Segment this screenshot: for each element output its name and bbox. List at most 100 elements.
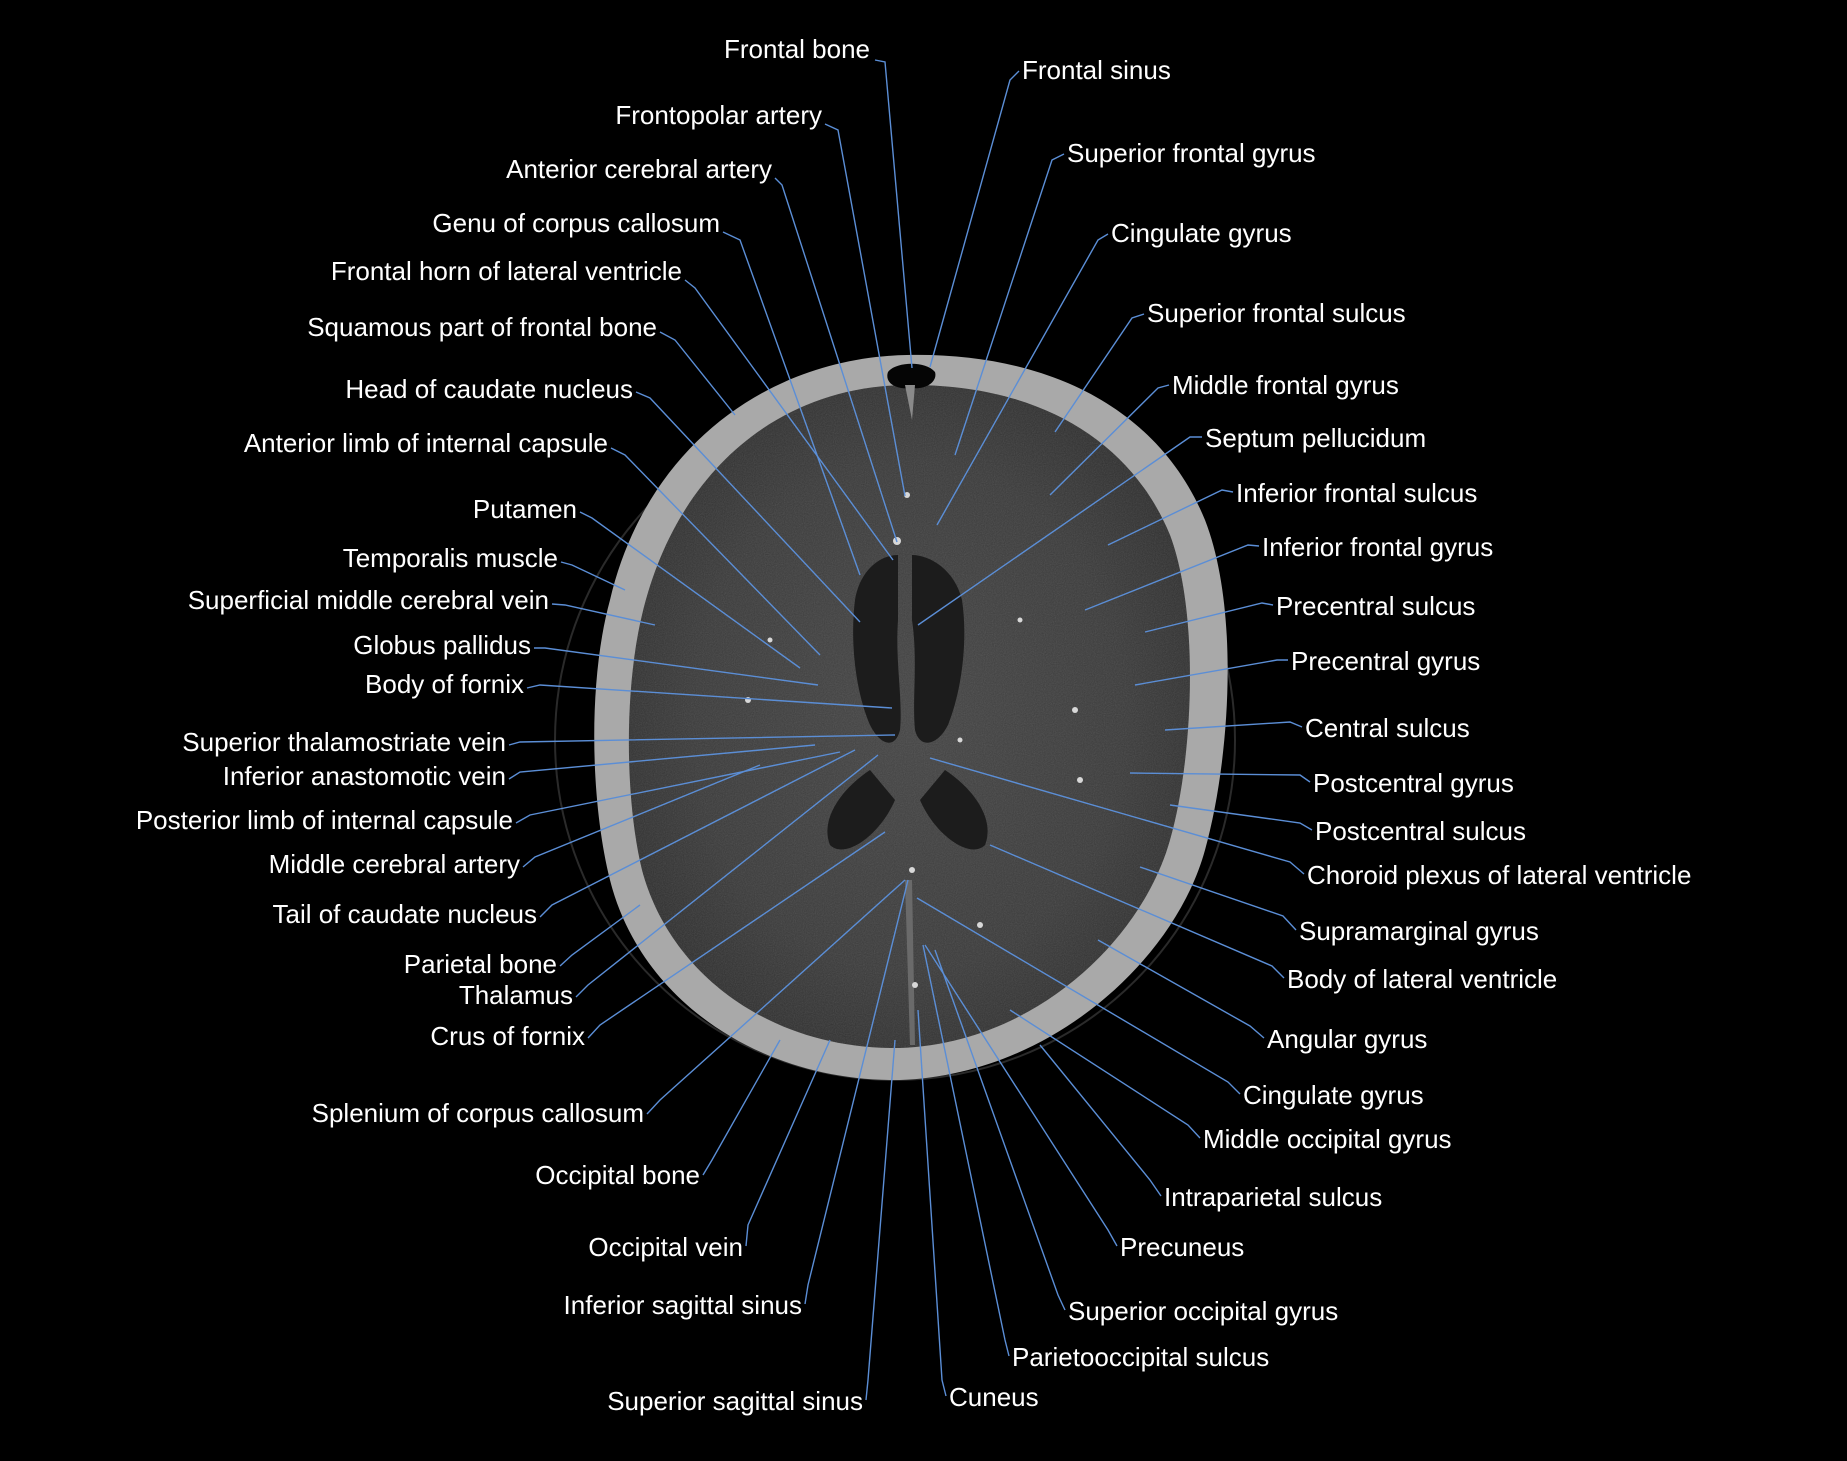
falx-anterior: [905, 385, 915, 420]
label-postcentral-sulcus: Postcentral sulcus: [1315, 816, 1526, 846]
left-lateral-ventricle: [853, 555, 901, 743]
leader-line-putamen: [579, 511, 801, 669]
label-precentral-sulcus: Precentral sulcus: [1276, 591, 1475, 621]
label-supramarginal-gyrus: Supramarginal gyrus: [1299, 916, 1539, 946]
label-posterior-limb-internal-capsule: Posterior limb of internal capsule: [136, 805, 513, 835]
label-middle-occipital-gyrus: Middle occipital gyrus: [1203, 1124, 1452, 1154]
leader-line-superior-thalamostriate-vein: [508, 734, 896, 746]
label-central-sulcus: Central sulcus: [1305, 713, 1470, 743]
leader-line-central-sulcus: [1164, 721, 1303, 731]
leader-line-tail-caudate-nucleus: [539, 749, 856, 918]
label-superior-occipital-gyrus: Superior occipital gyrus: [1068, 1296, 1338, 1326]
leader-line-crus-of-fornix: [587, 831, 886, 1039]
leader-line-middle-frontal-gyrus: [1049, 384, 1170, 496]
label-genu-corpus-callosum: Genu of corpus callosum: [432, 208, 720, 238]
label-superior-frontal-sulcus: Superior frontal sulcus: [1147, 298, 1406, 328]
label-angular-gyrus: Angular gyrus: [1267, 1024, 1427, 1054]
leader-lines: [508, 59, 1313, 1401]
leader-line-supramarginal-gyrus: [1139, 866, 1297, 931]
leader-line-frontal-sinus: [929, 70, 1020, 368]
leader-line-anterior-cerebral-artery: [774, 177, 898, 543]
label-cingulate-gyrus-anterior: Cingulate gyrus: [1111, 218, 1292, 248]
leader-line-postcentral-sulcus: [1169, 804, 1313, 831]
leader-line-inferior-frontal-gyrus: [1084, 544, 1260, 611]
leader-line-cuneus: [917, 1009, 947, 1397]
leader-line-body-lateral-ventricle: [989, 844, 1285, 979]
label-frontopolar-artery: Frontopolar artery: [615, 100, 822, 130]
label-superior-frontal-gyrus: Superior frontal gyrus: [1067, 138, 1316, 168]
label-precentral-gyrus: Precentral gyrus: [1291, 646, 1480, 676]
label-precuneus: Precuneus: [1120, 1232, 1244, 1262]
label-parietal-bone: Parietal bone: [404, 949, 557, 979]
leader-line-postcentral-gyrus: [1129, 772, 1311, 783]
label-inferior-sagittal-sinus: Inferior sagittal sinus: [564, 1290, 802, 1320]
label-globus-pallidus: Globus pallidus: [353, 630, 531, 660]
label-anterior-limb-internal-capsule: Anterior limb of internal capsule: [244, 428, 608, 458]
leader-line-anterior-limb-internal-capsule: [610, 447, 821, 656]
label-occipital-vein: Occipital vein: [588, 1232, 743, 1262]
label-inferior-frontal-sulcus: Inferior frontal sulcus: [1236, 478, 1477, 508]
leader-line-globus-pallidus: [534, 647, 819, 686]
leader-line-superior-frontal-sulcus: [1054, 313, 1145, 433]
leader-line-body-of-fornix: [526, 684, 893, 709]
label-body-of-fornix: Body of fornix: [365, 669, 524, 699]
label-frontal-horn-lateral-ventricle: Frontal horn of lateral ventricle: [331, 256, 682, 286]
label-superior-sagittal-sinus: Superior sagittal sinus: [607, 1386, 863, 1416]
label-middle-cerebral-artery: Middle cerebral artery: [269, 849, 520, 879]
vessel-speckles: [745, 492, 1083, 988]
label-crus-of-fornix: Crus of fornix: [430, 1021, 585, 1051]
leader-line-frontal-bone: [874, 59, 913, 369]
label-head-caudate-nucleus: Head of caudate nucleus: [345, 374, 633, 404]
leader-line-superficial-middle-cerebral-vein: [551, 603, 656, 626]
leader-line-choroid-plexus: [929, 757, 1305, 875]
leader-line-superior-sagittal-sinus: [865, 1039, 896, 1401]
leader-line-occipital-bone: [702, 1039, 781, 1176]
label-choroid-plexus: Choroid plexus of lateral ventricle: [1307, 860, 1691, 890]
label-squamous-frontal-bone: Squamous part of frontal bone: [307, 312, 657, 342]
label-middle-frontal-gyrus: Middle frontal gyrus: [1172, 370, 1399, 400]
label-superficial-middle-cerebral-vein: Superficial middle cerebral vein: [188, 585, 549, 615]
leader-line-splenium-corpus-callosum: [646, 879, 906, 1115]
label-septum-pellucidum: Septum pellucidum: [1205, 423, 1426, 453]
leader-line-parietal-bone: [559, 904, 641, 967]
label-inferior-anastomotic-vein: Inferior anastomotic vein: [223, 761, 506, 791]
leader-line-cingulate-gyrus-anterior: [936, 233, 1109, 526]
label-splenium-corpus-callosum: Splenium of corpus callosum: [312, 1098, 644, 1128]
label-postcentral-gyrus: Postcentral gyrus: [1313, 768, 1514, 798]
label-occipital-bone: Occipital bone: [535, 1160, 700, 1190]
leader-line-precentral-sulcus: [1144, 602, 1274, 633]
leader-line-inferior-anastomotic-vein: [508, 744, 816, 780]
leader-line-middle-occipital-gyrus: [1009, 1009, 1201, 1139]
leader-line-cingulate-gyrus-posterior: [916, 897, 1241, 1095]
label-thalamus: Thalamus: [459, 980, 573, 1010]
label-intraparietal-sulcus: Intraparietal sulcus: [1164, 1182, 1382, 1212]
label-parietooccipital-sulcus: Parietooccipital sulcus: [1012, 1342, 1269, 1372]
leader-line-middle-cerebral-artery: [522, 764, 761, 868]
label-cingulate-gyrus-posterior: Cingulate gyrus: [1243, 1080, 1424, 1110]
leader-line-occipital-vein: [745, 1039, 831, 1247]
leader-line-intraparietal-sulcus: [1039, 1044, 1162, 1197]
leader-line-precentral-gyrus: [1134, 659, 1288, 686]
leader-line-superior-frontal-gyrus: [954, 153, 1065, 456]
leader-line-posterior-limb-internal-capsule: [515, 751, 841, 824]
leader-line-temporalis-muscle: [560, 561, 626, 591]
ct-slice-image: [554, 354, 1236, 1081]
label-tail-caudate-nucleus: Tail of caudate nucleus: [272, 899, 537, 929]
label-temporalis-muscle: Temporalis muscle: [343, 543, 558, 573]
leader-line-squamous-frontal-bone: [659, 331, 736, 416]
leader-line-septum-pellucidum: [917, 436, 1202, 626]
right-occipital-horn: [920, 770, 988, 850]
leader-line-precuneus: [924, 944, 1118, 1247]
label-anterior-cerebral-artery: Anterior cerebral artery: [506, 154, 772, 184]
leader-line-angular-gyrus: [1097, 939, 1265, 1039]
label-body-lateral-ventricle: Body of lateral ventricle: [1287, 964, 1557, 994]
leader-line-thalamus: [575, 754, 879, 998]
leader-line-frontopolar-artery: [824, 123, 906, 497]
leader-line-inferior-frontal-sulcus: [1107, 489, 1234, 546]
label-putamen: Putamen: [473, 494, 577, 524]
label-frontal-sinus: Frontal sinus: [1022, 55, 1171, 85]
leader-line-parietooccipital-sulcus: [922, 944, 1010, 1357]
